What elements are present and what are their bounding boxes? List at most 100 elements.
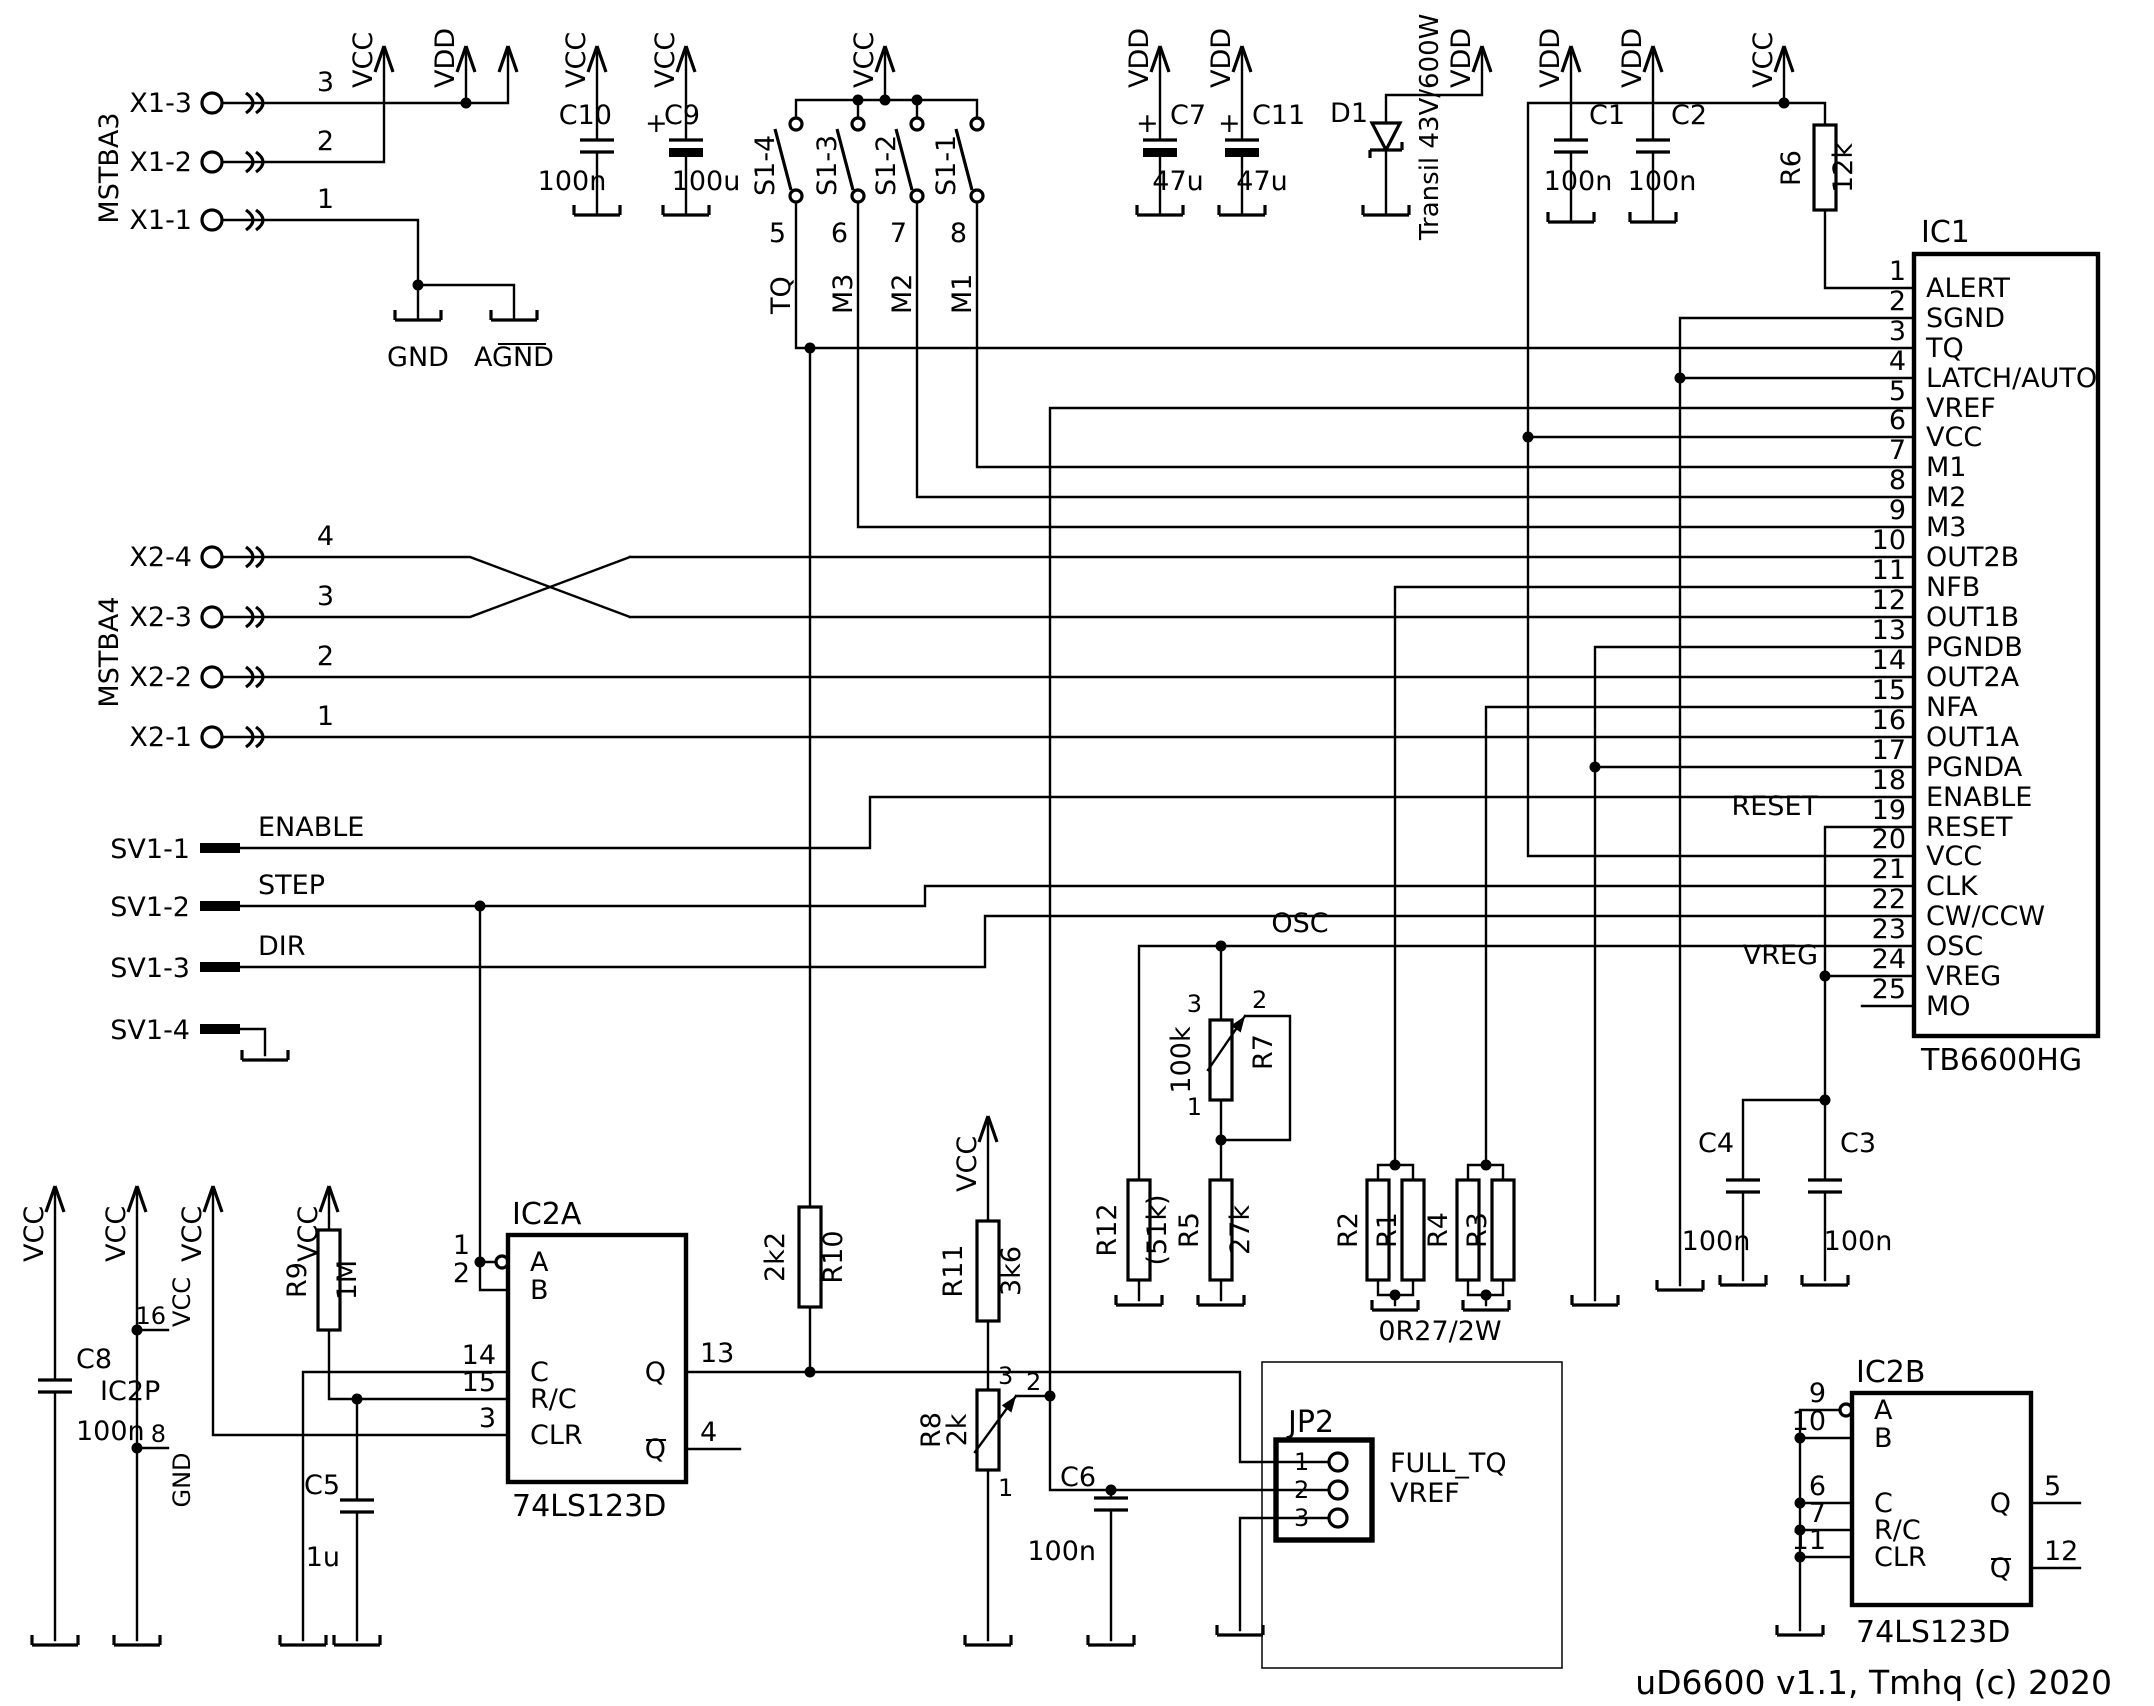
r11-ref: R11 [938, 1244, 969, 1297]
ic2b-pin-c-num: 6 [1809, 1471, 1826, 1502]
ic2p-gnd-num: 8 [151, 1420, 166, 1448]
ic1-pin-19-num: 19 [1872, 795, 1906, 826]
vdd-label: VDD [1446, 28, 1477, 88]
c2-value: 100n [1628, 166, 1697, 197]
jp2-body [1273, 1437, 1375, 1543]
c9-plus: + [645, 108, 668, 139]
wire-sv1-4-gnd [238, 1027, 267, 1057]
s1-1-pin: 8 [950, 218, 967, 249]
net-enable: ENABLE [258, 812, 364, 843]
r12-value: (51k) [1142, 1194, 1173, 1265]
r7-value: 100k [1166, 1026, 1197, 1094]
jp2-full-tq-label: FULL_TQ [1390, 1448, 1507, 1479]
r11-value: 3k6 [996, 1246, 1027, 1296]
x1-3-num: 3 [317, 67, 334, 98]
ic1-pin-7-num: 7 [1889, 435, 1906, 466]
wire-enable [238, 795, 1916, 850]
ic2a-pin-c-num: 14 [462, 1340, 496, 1371]
net-vreg: VREG [1743, 940, 1818, 971]
vdd-label: VDD [430, 28, 461, 88]
wire-c7-c11-d1 [1158, 48, 1484, 217]
ic2p-vcc-label: VCC [168, 1277, 196, 1327]
ic2b-a-inverter-bubble [1838, 1402, 1854, 1418]
r6-ref: R6 [1776, 150, 1807, 186]
x1-1-num: 1 [317, 184, 334, 215]
ic1-pin-16-num: 16 [1872, 705, 1906, 736]
ic2a-q-label: Q [645, 1357, 666, 1388]
c5-ref: C5 [304, 1470, 340, 1501]
ic1-pin-12-num: 12 [1872, 585, 1906, 616]
net-m3: M3 [828, 274, 859, 314]
x1-3-label: X1-3 [129, 88, 192, 119]
c8-value: 100n [76, 1416, 145, 1447]
pot-r7-body [1208, 1018, 1234, 1102]
ic1-pin-20-name: VCC [1926, 841, 1982, 872]
c3-ref: C3 [1840, 1128, 1876, 1159]
ic1-pin-1-name: ALERT [1926, 273, 2010, 304]
ic2a-a-label: A [530, 1247, 549, 1278]
sv1-3-label: SV1-3 [110, 953, 190, 984]
diode-triangle [1369, 121, 1403, 154]
r7-t1: 1 [1187, 1093, 1202, 1121]
r10-ref: R10 [818, 1230, 849, 1283]
junction-dots [131, 94, 1831, 1563]
vcc-label: VCC [561, 32, 592, 88]
net-reset: RESET [1731, 791, 1818, 822]
ic2b-pin-q-num: 5 [2044, 1471, 2061, 1502]
ic1-pin-13-name: PGNDB [1926, 632, 2023, 663]
d1-value: Transil 43V/600W [1415, 14, 1445, 241]
ic1-pin-22-name: CW/CCW [1926, 901, 2045, 932]
ic1-pin-9-name: M3 [1926, 512, 1966, 543]
s1-2-ref: S1-2 [871, 135, 902, 196]
s1-3-ref: S1-3 [812, 135, 843, 196]
c11-plus: + [1218, 108, 1241, 139]
ic1-pin-7-name: M1 [1926, 452, 1966, 483]
s1-4-ref: S1-4 [750, 135, 781, 196]
title-block: uD6600 v1.1, Tmhq (c) 2020 [1635, 1663, 2112, 1702]
sv1-2-pin [200, 901, 240, 911]
s1-2-pin: 7 [890, 218, 907, 249]
wire-sgnd-latch [1678, 316, 1916, 1287]
x2-name: MSTBA4 [94, 596, 125, 707]
c5-value: 1u [306, 1542, 340, 1573]
c7-value: 47u [1152, 166, 1203, 197]
vdd-label: VDD [1617, 28, 1648, 88]
ic2b-a-label: A [1874, 1395, 1893, 1426]
ic2a-body [505, 1232, 689, 1485]
net-tq: TQ [766, 276, 797, 315]
c8-ref: C8 [76, 1344, 112, 1375]
ic2b-c-label: C [1874, 1488, 1893, 1519]
ic2a-pin-a-num: 1 [453, 1230, 470, 1261]
x2-2-label: X2-2 [129, 662, 192, 693]
ic2b-part: 74LS123D [1856, 1615, 2010, 1650]
c9-ref: C9 [664, 100, 700, 131]
vcc-label: VCC [952, 1136, 983, 1192]
ic2b-q-label: Q [1990, 1488, 2011, 1519]
x2-1-label: X2-1 [129, 722, 192, 753]
c1-value: 100n [1544, 166, 1613, 197]
net-osc: OSC [1271, 908, 1328, 939]
ic1-pin-17-num: 17 [1872, 735, 1906, 766]
ic1-pin-3-num: 3 [1889, 316, 1906, 347]
ic1-body [1911, 251, 2101, 1039]
c7-plus: + [1136, 108, 1159, 139]
ic2p-ref: IC2P [100, 1376, 160, 1407]
ic1-pin-14-num: 14 [1872, 645, 1906, 676]
vcc-label: VCC [849, 32, 880, 88]
x1-2-num: 2 [317, 126, 334, 157]
x2-1-num: 1 [317, 701, 334, 732]
ic1-part: TB6600HG [1920, 1043, 2082, 1078]
ic2b-pin-rc-num: 7 [1809, 1498, 1826, 1529]
ic1-pin-23-name: OSC [1926, 931, 1983, 962]
c6-value: 100n [1027, 1536, 1096, 1567]
sv1-2-label: SV1-2 [110, 892, 190, 923]
c11-ref: C11 [1252, 100, 1305, 131]
vcc-label: VCC [19, 1206, 50, 1262]
ic1-pin-21-name: CLK [1926, 871, 1979, 902]
ic1-pin-8-name: M2 [1926, 482, 1966, 513]
s1-1-ref: S1-1 [931, 135, 962, 196]
agnd-label: AGND [474, 342, 554, 373]
ic1-pin-24-name: VREG [1926, 961, 2001, 992]
ic2a-rc-label: R/C [530, 1384, 577, 1415]
ic2a-pin-rc-num: 15 [462, 1367, 496, 1398]
